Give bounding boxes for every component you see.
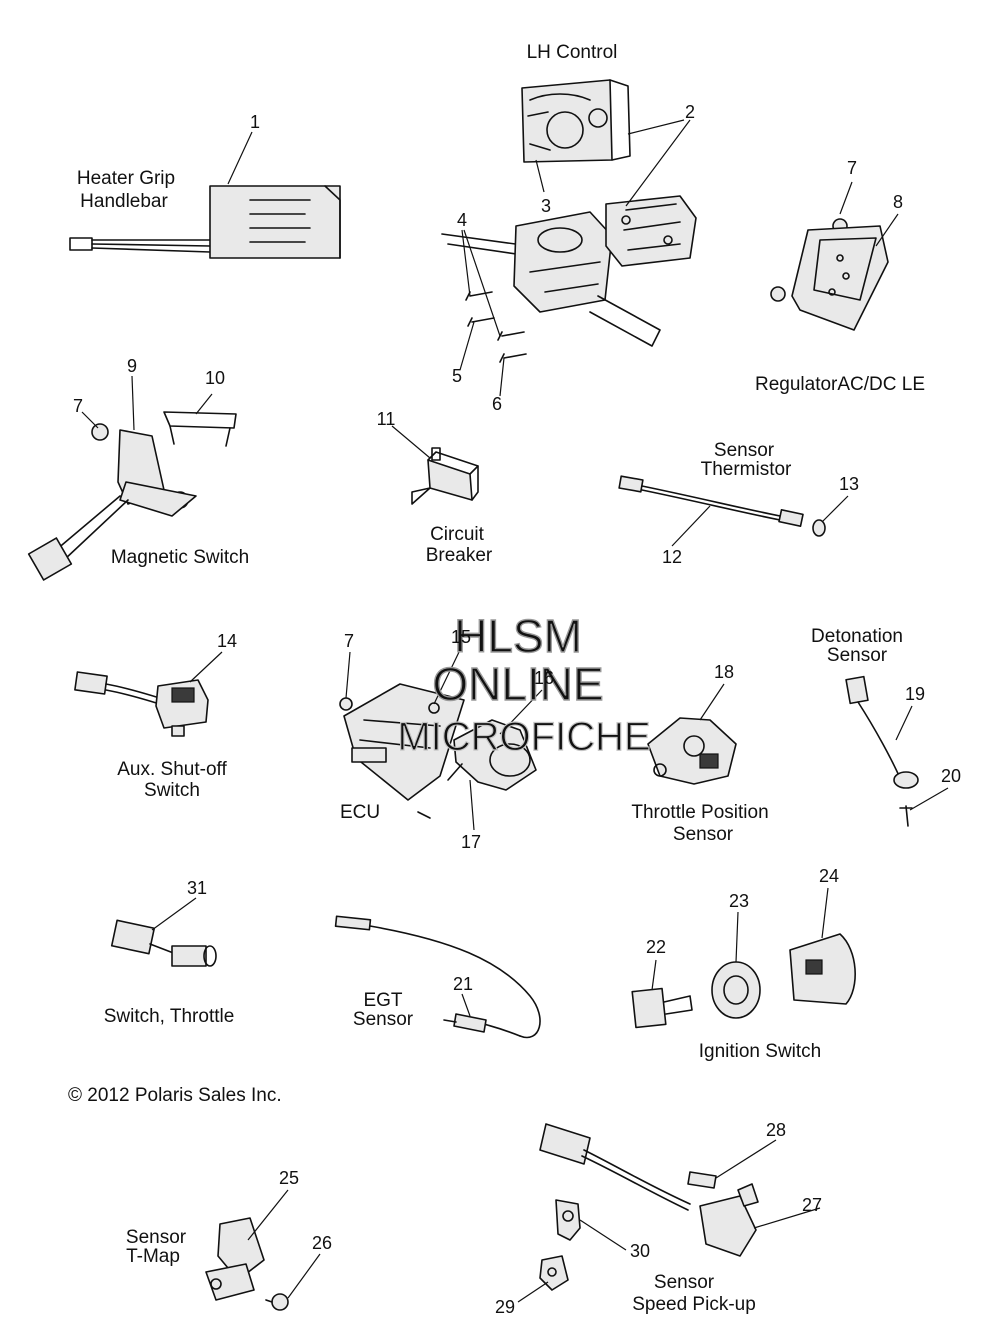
copyright: © 2012 Polaris Sales Inc.: [68, 1085, 282, 1106]
label-aux-switch: Switch: [144, 780, 200, 801]
callout-23: 23: [729, 891, 749, 911]
circuit-breaker: [411, 447, 479, 505]
callout-13: 13: [839, 474, 859, 494]
label-throttle-position-sensor: Sensor: [673, 824, 734, 845]
callout-12: 12: [662, 547, 682, 567]
magnetic-switch: [27, 411, 237, 581]
callout-22: 22: [646, 937, 666, 957]
callout-20: 20: [941, 766, 961, 786]
callout-21: 21: [453, 974, 473, 994]
label-handlebar: Handlebar: [80, 191, 168, 212]
screws-4-5-6: [465, 291, 527, 363]
callout-16: 16: [534, 668, 554, 688]
label-sensor-tmap-2: T-Map: [126, 1246, 180, 1267]
callout-30: 30: [630, 1241, 650, 1261]
label-magnetic-switch: Magnetic Switch: [111, 547, 249, 568]
label-switch-throttle: Switch, Throttle: [104, 1006, 235, 1027]
heater-grip-harness: [69, 185, 341, 259]
ignition-switch-parts: [631, 933, 856, 1029]
thermistor: [618, 475, 826, 537]
callout-17: 17: [461, 832, 481, 852]
callout-4: 4: [457, 210, 467, 230]
egt-sensor: [334, 915, 541, 1039]
label-ignition-switch: Ignition Switch: [699, 1041, 822, 1062]
label-detonation: Detonation: [811, 626, 903, 647]
callout-numbers: 1 2 3 4 5 6 7 8 9 10 7 11 12 13 14 7 15 …: [73, 102, 961, 1317]
label-egt-sensor: Sensor: [353, 1009, 414, 1030]
watermark-line-2: ONLINE: [432, 658, 603, 710]
callout-8: 8: [893, 192, 903, 212]
callout-18: 18: [714, 662, 734, 682]
detonation-sensor: [845, 675, 919, 827]
callout-15: 15: [451, 627, 471, 647]
callout-2: 2: [685, 102, 695, 122]
tmap-sensor: [205, 1217, 289, 1311]
callout-26: 26: [312, 1233, 332, 1253]
callout-24: 24: [819, 866, 839, 886]
label-speed-pickup-1: Sensor: [654, 1272, 715, 1293]
callout-29: 29: [495, 1297, 515, 1317]
callout-14: 14: [217, 631, 237, 651]
aux-shutoff-switch: [74, 671, 209, 737]
callout-25: 25: [279, 1168, 299, 1188]
callout-28: 28: [766, 1120, 786, 1140]
ecu-module: [339, 683, 537, 819]
label-detonation-sensor: Sensor: [827, 645, 888, 666]
callout-5: 5: [452, 366, 462, 386]
label-egt: EGT: [363, 990, 402, 1011]
speed-pickup-sensor: [539, 1123, 759, 1291]
lh-control-housing: [441, 195, 697, 347]
callout-3: 3: [541, 196, 551, 216]
label-heater-grip: Heater Grip: [77, 168, 175, 189]
label-sensor-thermistor-1: Sensor: [714, 440, 775, 461]
watermark: HLSM ONLINE MICROFICHE: [397, 609, 652, 759]
callout-7-regulator: 7: [847, 158, 857, 178]
callout-31: 31: [187, 878, 207, 898]
label-circuit: Circuit: [430, 524, 485, 545]
throttle-position-sensor: [647, 717, 737, 785]
label-breaker: Breaker: [426, 545, 493, 566]
label-sensor-tmap-1: Sensor: [126, 1227, 187, 1248]
regulator: [770, 218, 889, 331]
watermark-line-3: MICROFICHE: [397, 715, 650, 759]
label-speed-pickup-2: Speed Pick-up: [632, 1294, 756, 1315]
label-sensor-thermistor-2: Thermistor: [701, 459, 792, 480]
label-throttle-position: Throttle Position: [631, 802, 768, 823]
watermark-line-1: HLSM: [454, 610, 582, 662]
callout-10: 10: [205, 368, 225, 388]
callout-9: 9: [127, 356, 137, 376]
callout-7-ecu: 7: [344, 631, 354, 651]
callout-11: 11: [377, 409, 396, 429]
callout-6: 6: [492, 394, 502, 414]
label-lh-control: LH Control: [527, 42, 618, 63]
callout-19: 19: [905, 684, 925, 704]
label-ecu: ECU: [340, 802, 380, 823]
label-aux-shutoff: Aux. Shut-off: [117, 759, 227, 780]
throttle-switch: [110, 919, 217, 967]
label-regulator: RegulatorAC/DC LE: [755, 374, 925, 395]
lh-control-inset: [521, 79, 631, 163]
callout-1: 1: [250, 112, 260, 132]
leader-lines: [81, 119, 949, 1303]
callout-7-magnetic: 7: [73, 396, 83, 416]
callout-27: 27: [802, 1195, 822, 1215]
part-labels: LH Control Heater Grip Handlebar Regulat…: [68, 42, 925, 1315]
